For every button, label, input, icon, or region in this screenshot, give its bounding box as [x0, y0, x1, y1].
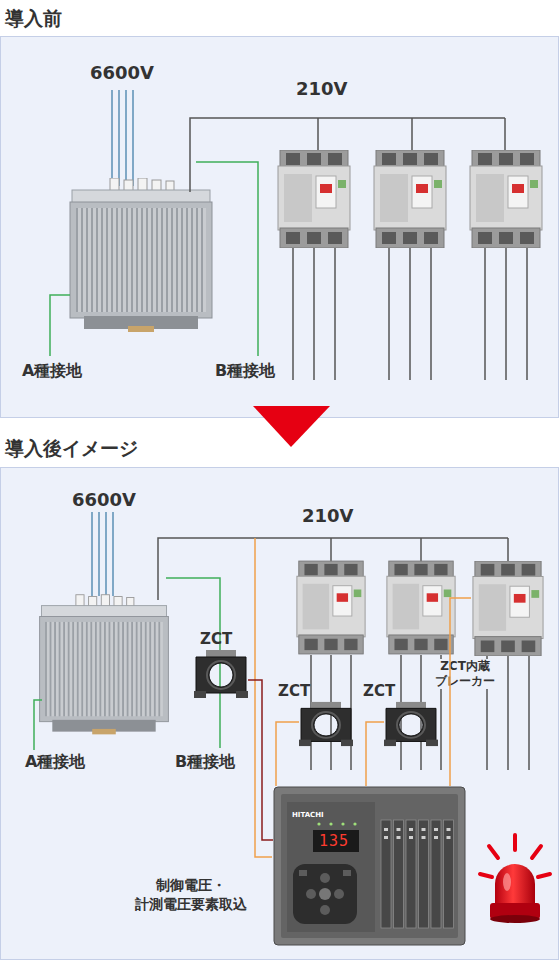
voltage-label: 210V: [296, 78, 348, 99]
zct-core: [301, 708, 351, 741]
voltage-label: 210V: [302, 505, 354, 526]
zct-foot: [384, 740, 396, 746]
unit-module: [431, 820, 441, 928]
unit-module-led: [434, 836, 438, 839]
zct-core: [196, 657, 246, 693]
zct-core: [386, 708, 436, 741]
unit-frame: [274, 787, 465, 945]
zct-foot: [236, 691, 248, 698]
unit-module-led: [422, 828, 426, 831]
section-heading: 導入前: [5, 6, 62, 32]
unit-module-led: [409, 836, 413, 839]
section-panel: 導入前: [0, 36, 559, 418]
unit-module-led: [397, 828, 401, 831]
unit-led: [317, 822, 320, 825]
section-panel: 導入後イメージZCTZCTZCTZCT内蔵 ブレーカーHITACHI135: [0, 467, 559, 960]
unit-module-led: [409, 828, 413, 831]
signal-wire: [450, 598, 471, 786]
unit-key: [320, 873, 330, 883]
unit-module: [381, 820, 391, 928]
unit-face: [287, 802, 375, 932]
unit-module: [419, 820, 429, 928]
unit-key: [334, 889, 344, 899]
unit-module: [394, 820, 404, 928]
zct-sensor: ZCT: [194, 649, 248, 699]
zct-ring: [207, 661, 235, 689]
zct-label: ZCT: [363, 682, 395, 700]
unit-inner: [281, 794, 458, 938]
section-heading: 導入後イメージ: [5, 436, 138, 462]
unit-module-led: [447, 836, 451, 839]
zct-sensor: ZCT: [384, 701, 438, 747]
unit-key: [343, 870, 351, 876]
zct-ring: [397, 712, 425, 738]
breaker-symbol: [471, 561, 545, 656]
ground-label: A種接地: [22, 361, 82, 382]
zct-breaker: ZCT内蔵 ブレーカー: [471, 561, 545, 656]
zct-label: ZCT: [200, 630, 232, 648]
signal-wire: [276, 722, 299, 786]
unit-display: [313, 830, 359, 852]
voltage-label: 6600V: [72, 489, 136, 510]
unit-module-led: [384, 828, 388, 831]
brand-mark: HITACHI: [292, 811, 324, 819]
unit-module: [444, 820, 454, 928]
unit-module-led: [434, 828, 438, 831]
unit-key: [306, 889, 316, 899]
unit-key: [320, 905, 330, 915]
unit-module: [406, 820, 416, 928]
zct-foot: [299, 740, 311, 746]
breaker: [473, 561, 543, 656]
zct-sensor: ZCT: [299, 701, 353, 747]
ground-label: B種接地: [215, 361, 275, 382]
zct-symbol: [384, 701, 438, 747]
unit-led: [329, 822, 332, 825]
zct-foot: [426, 740, 438, 746]
zct-ring: [312, 712, 340, 738]
monitor-unit: [273, 786, 466, 946]
unit-led: [341, 822, 344, 825]
zct-symbol: [194, 649, 248, 699]
zct-label: ZCT: [278, 682, 310, 700]
signal-wire: [248, 680, 273, 840]
unit-keypad: [293, 864, 357, 924]
zct-foot: [194, 691, 206, 698]
display-value: 135: [319, 832, 349, 850]
unit-module-led: [422, 836, 426, 839]
ground-label: B種接地: [175, 752, 235, 773]
signal-wire: [366, 722, 384, 786]
unit-led: [353, 822, 356, 825]
input-note: 制御電圧・ 計測電圧要素取込: [116, 876, 266, 914]
unit-module-led: [447, 828, 451, 831]
unit-module-led: [397, 836, 401, 839]
voltage-label: 6600V: [90, 62, 154, 83]
ground-label: A種接地: [25, 752, 85, 773]
breaker-label: ZCT内蔵 ブレーカー: [427, 659, 503, 689]
unit-key: [319, 888, 331, 900]
monitor-unit: HITACHI 135: [273, 786, 466, 946]
zct-symbol: [299, 701, 353, 747]
unit-key: [299, 870, 307, 876]
zct-foot: [341, 740, 353, 746]
unit-module-led: [384, 836, 388, 839]
